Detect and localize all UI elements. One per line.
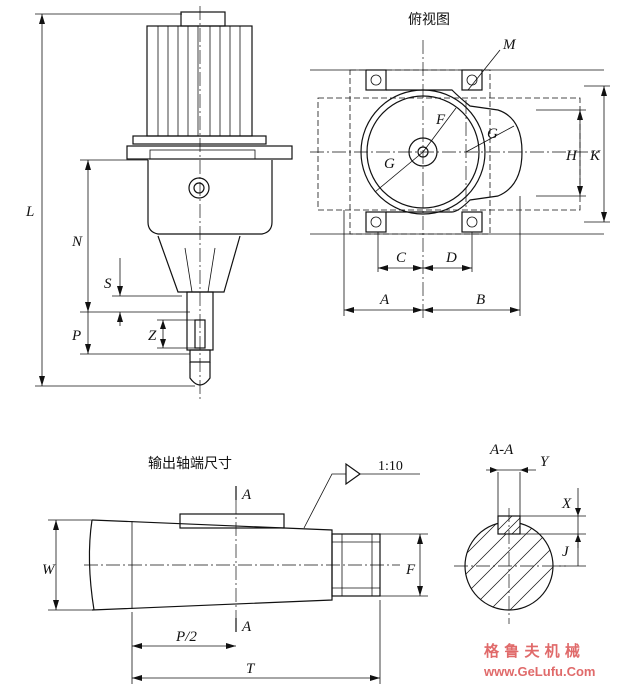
top-view-title: 俯视图 — [408, 12, 450, 28]
watermark-cn: 格 鲁 夫 机 械 — [484, 642, 580, 660]
bolt-lug-br — [461, 211, 483, 233]
shaft-end-dimensions — [48, 519, 428, 684]
housing-outline — [386, 89, 523, 213]
shaft-key-detail — [179, 513, 285, 529]
dim-K: K — [589, 148, 601, 164]
dim-T: T — [246, 661, 256, 677]
dim-B: B — [476, 292, 485, 308]
dim-N: N — [71, 234, 83, 250]
shaft-end-title: 输出轴端尺寸 — [148, 456, 232, 472]
watermark-url: www.GeLufu.Com — [483, 664, 595, 679]
bolt-lug-tr — [461, 69, 483, 91]
dim-W: W — [42, 562, 56, 578]
inspection-plug — [188, 177, 210, 199]
taper-symbol — [345, 462, 362, 486]
flange-inner — [149, 149, 256, 160]
section-title: A-A — [489, 442, 514, 458]
section-mark-bottom: A — [241, 619, 252, 635]
dim-M: M — [502, 37, 517, 53]
motor-fins — [157, 26, 241, 136]
motor-cap — [180, 11, 226, 27]
dim-P-half: P/2 — [175, 629, 197, 645]
dim-C: C — [396, 250, 407, 266]
dim-G-left: G — [384, 156, 395, 172]
dim-D: D — [445, 250, 457, 266]
top-view — [310, 40, 600, 320]
shaft-end-view — [84, 462, 420, 632]
dim-P: P — [71, 328, 81, 344]
dim-F-shaft: F — [405, 562, 416, 578]
dim-A: A — [379, 292, 390, 308]
mounting-flange — [126, 145, 293, 160]
dim-L: L — [25, 204, 34, 220]
gearbox-housing — [147, 160, 273, 235]
side-view-dimensions — [35, 13, 195, 387]
taper-ratio: 1:10 — [378, 459, 403, 474]
base-outline — [317, 97, 581, 211]
section-mark-top: A — [241, 487, 252, 503]
side-view — [126, 6, 293, 400]
plug-inner — [193, 182, 205, 194]
motor-flange — [132, 135, 267, 145]
top-view-dimensions — [310, 69, 610, 316]
section-hatching — [465, 522, 553, 610]
dim-Z: Z — [148, 328, 157, 344]
break-line — [88, 519, 95, 611]
dim-H: H — [565, 148, 578, 164]
dim-J: J — [562, 544, 570, 560]
bolt-lug-tl — [365, 69, 387, 91]
bolt-lug-bl — [365, 211, 387, 233]
dim-Y: Y — [540, 454, 550, 470]
dim-X: X — [561, 496, 572, 512]
dim-F: F — [435, 112, 446, 128]
output-cone — [157, 235, 241, 293]
motor-body — [146, 25, 253, 137]
dim-G-right: G — [487, 126, 498, 142]
dim-S: S — [104, 276, 112, 292]
